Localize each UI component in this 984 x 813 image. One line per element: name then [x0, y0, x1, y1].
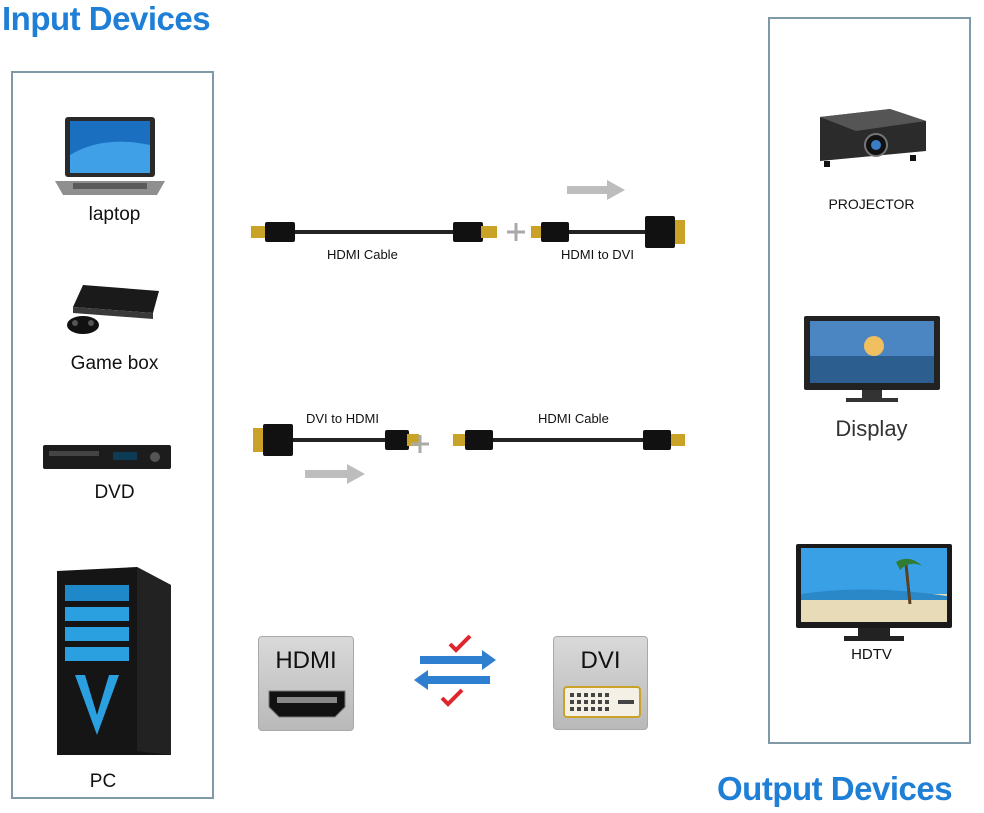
hdmi-port-icon: [268, 690, 346, 718]
dvi-port-tile: DVI: [553, 636, 648, 730]
projector-icon: [820, 109, 926, 167]
dvi-port-icon: [563, 686, 641, 718]
output-device-label-hdtv: HDTV: [851, 646, 892, 663]
connection-row-2: [253, 424, 685, 484]
input-devices-title: Input Devices: [2, 0, 211, 37]
input-device-label-dvd: DVD: [94, 482, 135, 503]
tv-icon: [796, 544, 952, 641]
game-console-icon: [67, 285, 159, 334]
input-devices-panel: laptop Game box DVD PC: [11, 71, 214, 799]
input-device-label-laptop: laptop: [88, 204, 141, 225]
row1-adapter-label: HDMI to DVI: [561, 247, 634, 262]
output-device-label-projector: PROJECTOR: [828, 196, 915, 212]
dvi-port-label: DVI: [580, 647, 621, 674]
bidirectional-arrows-icon: [414, 634, 496, 707]
row2-cable-label: HDMI Cable: [538, 411, 609, 426]
pc-tower-icon: [57, 567, 171, 755]
output-device-label-display: Display: [835, 416, 908, 441]
input-device-label-game-box: Game box: [70, 353, 159, 374]
row2-adapter-label: DVI to HDMI: [306, 411, 379, 426]
connection-row-1: [251, 180, 685, 248]
output-devices-panel: PROJECTOR Display HDTV: [768, 17, 971, 744]
laptop-icon: [55, 117, 165, 195]
hdmi-port-label: HDMI: [275, 647, 337, 674]
output-devices-title: Output Devices: [717, 770, 953, 807]
monitor-icon: [804, 316, 940, 402]
input-device-label-pc: PC: [89, 771, 117, 792]
dvd-player-icon: [43, 445, 171, 469]
hdmi-port-tile: HDMI: [258, 636, 354, 731]
row1-cable-label: HDMI Cable: [327, 247, 398, 262]
